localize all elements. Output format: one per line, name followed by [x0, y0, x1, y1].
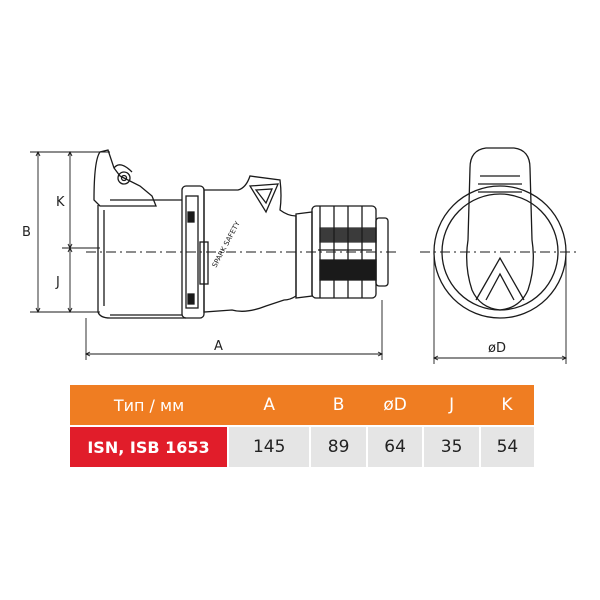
- side-view: SPARK SAFETY: [93, 149, 389, 319]
- value-j: 35: [422, 426, 480, 467]
- dim-label-d: øD: [488, 341, 506, 356]
- technical-drawing: SPARK SAFETY: [22, 147, 580, 364]
- table-row: ISN, ISB 1653 145 89 64 35 54: [70, 426, 534, 467]
- model-cell: ISN, ISB 1653: [70, 426, 228, 467]
- header-j: J: [423, 385, 480, 427]
- value-a: 145: [226, 426, 311, 467]
- dim-label-b: B: [22, 225, 31, 240]
- header-d: øD: [366, 385, 424, 427]
- header-b: B: [310, 385, 367, 427]
- dimension-lines: [30, 150, 580, 364]
- header-k: K: [479, 385, 534, 427]
- value-k: 54: [478, 426, 534, 467]
- spec-table-header: Тип / мм A B øD J K: [70, 385, 534, 427]
- value-d: 64: [365, 426, 424, 467]
- front-view: [433, 147, 567, 319]
- dim-label-k: K: [56, 195, 65, 210]
- header-type: Тип / мм: [70, 385, 228, 427]
- value-b: 89: [309, 426, 367, 467]
- spec-table: Тип / мм A B øD J K ISN, ISB 1653 145 89…: [70, 385, 534, 467]
- dim-label-a: A: [214, 339, 223, 354]
- svg-text:SPARK SAFETY: SPARK SAFETY: [211, 219, 242, 268]
- header-a: A: [228, 385, 311, 427]
- dim-label-j: J: [55, 275, 60, 290]
